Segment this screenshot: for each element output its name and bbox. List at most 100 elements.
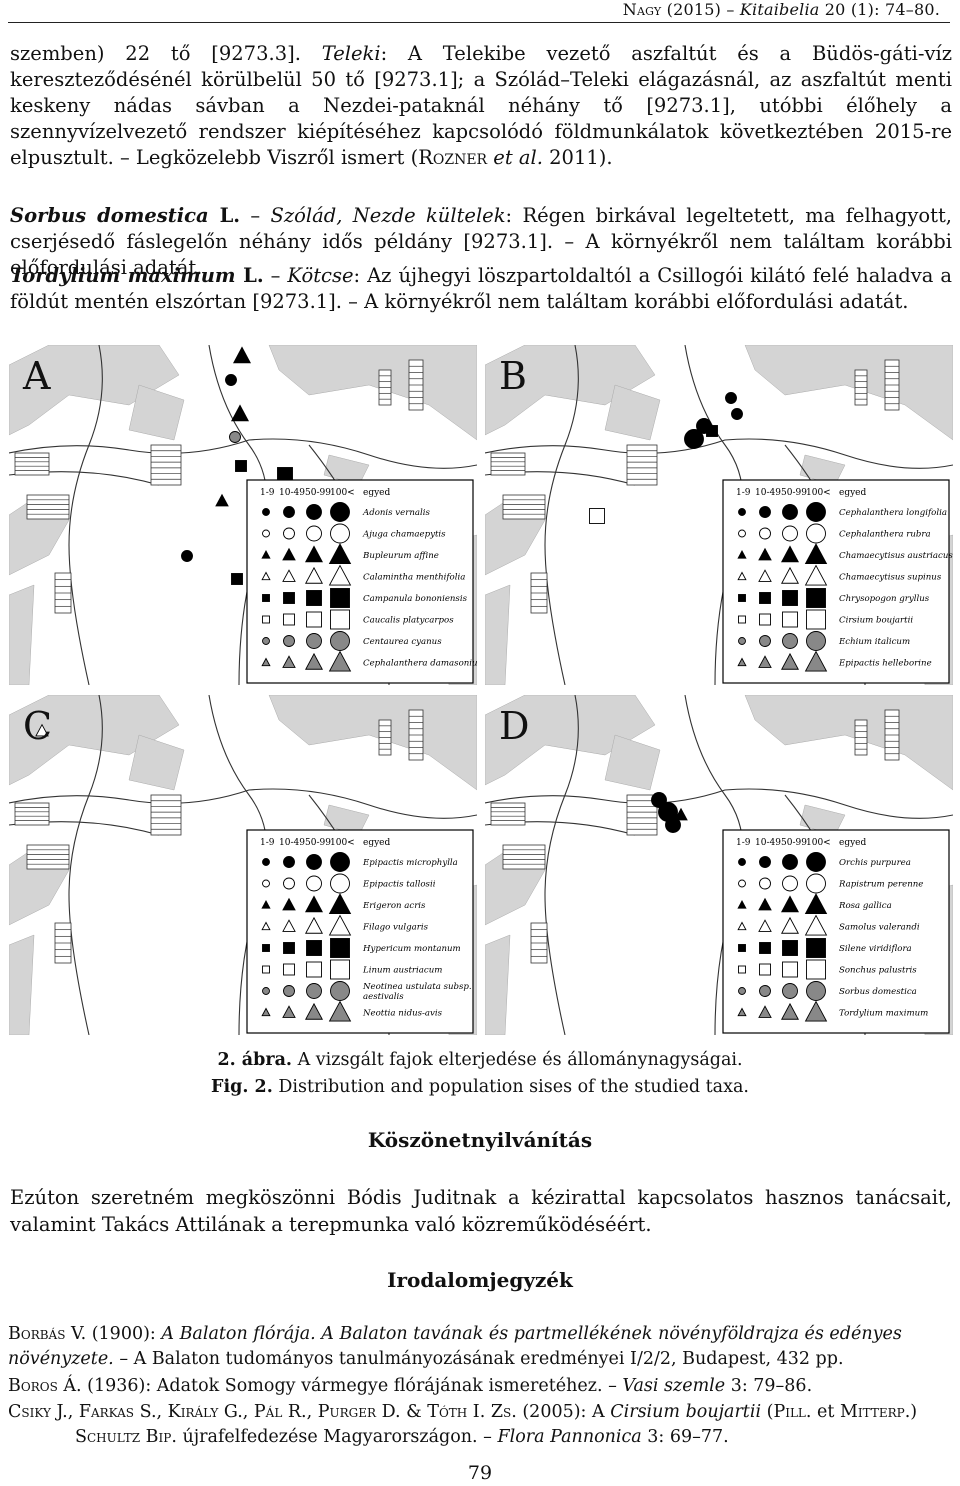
legend-marker	[306, 525, 322, 542]
road-line	[544, 694, 579, 1036]
hatched-area-outline	[14, 802, 50, 826]
legend-marker	[262, 944, 270, 952]
legend-marker	[304, 1002, 324, 1020]
legend-species-label: Bupleurum affine	[362, 551, 439, 561]
legend-header: 100<	[806, 838, 831, 848]
legend-marker	[759, 527, 771, 540]
legend-marker	[737, 550, 747, 559]
legend-species-label: Neottia nidus-avis	[362, 1009, 443, 1019]
vegetation-patch	[8, 694, 180, 786]
legend-marker	[262, 637, 270, 645]
hatched-area-outline	[150, 794, 182, 836]
legend-header: 10-49	[755, 488, 781, 498]
legend-marker	[282, 897, 296, 911]
legend-marker	[737, 1007, 747, 1017]
locality-name: Szólád, Nezde kültelek	[270, 204, 506, 227]
road-line	[484, 438, 954, 469]
legend-species-label: aestivalis	[363, 992, 404, 1002]
legend-marker	[782, 875, 798, 892]
legend-marker	[725, 392, 737, 404]
legend-species-label: Cephalanthera longifolia	[839, 508, 947, 518]
legend-species-label: Samolus valerandi	[839, 923, 920, 933]
legend-species-label: Silene viridiflora	[839, 944, 912, 954]
legend-species-label: Sonchus palustris	[839, 966, 917, 976]
legend-marker	[806, 873, 826, 894]
section-heading-acknowledgements: Köszönetnyilvánítás	[367, 1128, 593, 1152]
legend-species-label: Sorbus domestica	[839, 987, 917, 997]
ref-author: Schultz Bip.	[75, 1427, 177, 1447]
legend-marker	[804, 543, 828, 565]
vegetation-patch	[8, 344, 180, 436]
legend-marker	[328, 564, 352, 586]
legend-marker	[215, 493, 229, 507]
legend-marker	[806, 631, 826, 651]
legend-marker	[230, 404, 250, 422]
legend-marker	[330, 852, 350, 872]
running-head-year: (2015) –	[666, 0, 735, 19]
hatched-area	[490, 452, 526, 476]
legend-marker	[782, 854, 798, 870]
legend-header: 1-9	[736, 488, 751, 498]
hatched-area	[502, 494, 546, 520]
legend-header: 100<	[806, 488, 831, 498]
legend-marker	[261, 900, 271, 909]
legend-marker	[782, 590, 798, 606]
legend-marker	[330, 523, 350, 544]
legend-marker	[738, 987, 746, 995]
legend-marker	[283, 985, 295, 997]
ref-rest: – A Balaton tudományos tanulmányozásának…	[113, 1349, 844, 1369]
legend-species-label: Caucalis platycarpos	[363, 616, 454, 626]
legend-marker	[806, 523, 826, 544]
legend-marker	[806, 938, 826, 958]
hatched-area	[150, 794, 182, 836]
hatched-area	[14, 452, 50, 476]
legend-marker	[283, 592, 295, 604]
text-run: : Régen birkával legeltetett, ma felhagy…	[10, 204, 952, 279]
paragraph-sorbus: Sorbus domestica L. – Szólád, Nezde kült…	[10, 204, 952, 279]
legend-marker	[282, 547, 296, 561]
legend-marker	[282, 569, 296, 582]
vegetation-patch	[128, 734, 185, 791]
legend-species-label: Centaurea cyanus	[363, 637, 442, 647]
legend-marker	[759, 942, 771, 954]
road-line	[8, 788, 478, 819]
hatched-area-outline	[490, 452, 526, 476]
hatched-area-outline	[26, 844, 70, 870]
legend-marker	[262, 508, 270, 516]
hatched-area	[854, 369, 868, 406]
legend-marker	[589, 508, 605, 524]
legend-species-label: Neotinea ustulata subsp.	[362, 982, 472, 992]
legend-species-label: Filago vulgaris	[362, 923, 429, 933]
legend-marker	[229, 431, 241, 443]
legend-header: 50-99	[781, 838, 807, 848]
legend-marker	[759, 877, 771, 890]
ref-author: Pill.	[773, 1402, 812, 1422]
legend-marker	[737, 571, 747, 581]
ref-text: )	[910, 1402, 918, 1422]
legend-marker	[806, 852, 826, 872]
legend-species-label: Chamaecytisus austriacus	[839, 551, 953, 561]
legend-marker	[758, 547, 772, 561]
text-run: szemben) 22 tő [9273.3].	[10, 42, 301, 65]
legend-marker	[759, 635, 771, 647]
hatched-area	[54, 922, 72, 964]
legend-marker	[283, 635, 295, 647]
legend-marker	[261, 550, 271, 559]
legend-marker	[759, 613, 771, 626]
legend-marker	[759, 856, 771, 868]
caption-label: 2. ábra.	[217, 1050, 293, 1070]
legend-marker	[665, 817, 681, 833]
legend-header: 1-9	[736, 838, 751, 848]
legend-marker	[758, 1005, 772, 1018]
legend-marker	[328, 543, 352, 565]
legend-marker	[758, 897, 772, 911]
hatched-area	[490, 802, 526, 826]
legend-marker	[261, 571, 271, 581]
hatched-area	[378, 369, 392, 406]
hatched-area-outline	[502, 844, 546, 870]
reference-entry: Csiky J., Farkas S., Király G., Pál R., …	[8, 1400, 954, 1450]
legend-species-label: Rapistrum perenne	[838, 880, 923, 890]
